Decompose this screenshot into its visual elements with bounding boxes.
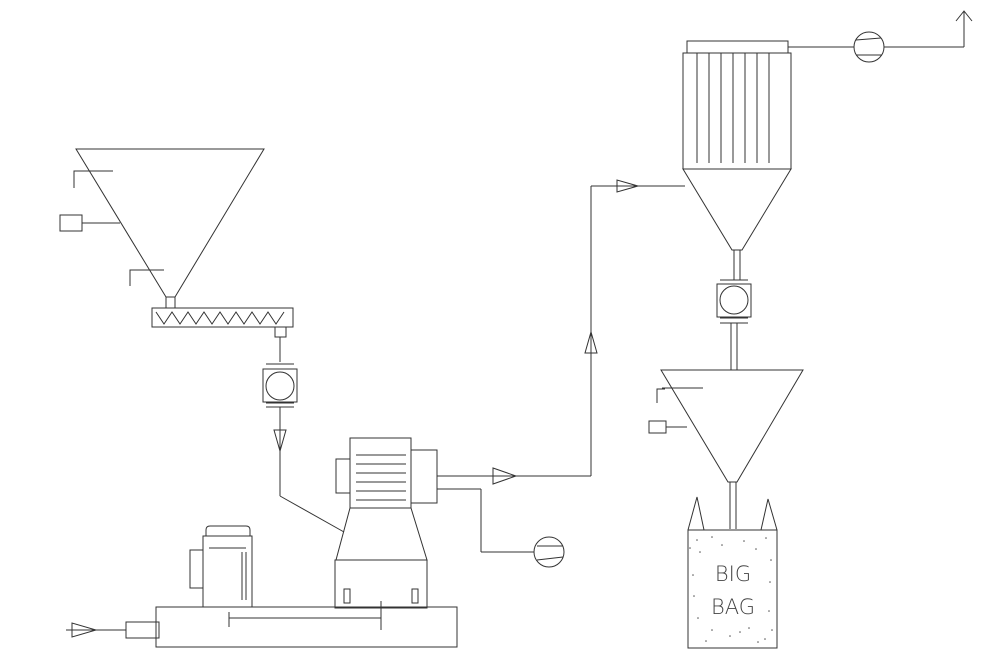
exhaust-line [788, 10, 973, 48]
product-hopper [656, 369, 804, 529]
big-bag-label-line1: BIG [715, 562, 751, 586]
feed-hopper-vibrator [59, 214, 120, 232]
feed-hopper [75, 148, 265, 309]
rotary-valve-filter [716, 279, 752, 370]
bypass-fan [533, 536, 565, 568]
feed-line [273, 407, 345, 533]
screw-conveyor [151, 307, 294, 362]
bag-filter [682, 40, 792, 280]
base-frame [155, 601, 458, 648]
bypass-line [437, 488, 534, 553]
drive-motor [189, 525, 253, 608]
feed-hopper-level-sensor-low [129, 269, 164, 286]
mill-classifier [334, 437, 438, 609]
feed-hopper-level-sensor-high [73, 170, 113, 188]
exhaust-fan [853, 31, 885, 63]
product-line [437, 179, 685, 485]
big-bag: BIG BAG [687, 496, 778, 649]
big-bag-label-line2: BAG [711, 595, 755, 619]
rotary-valve-feed [262, 363, 298, 408]
air-inlet [66, 621, 160, 639]
product-hopper-vibrator [648, 420, 687, 434]
big-bag-speckle [689, 536, 773, 643]
